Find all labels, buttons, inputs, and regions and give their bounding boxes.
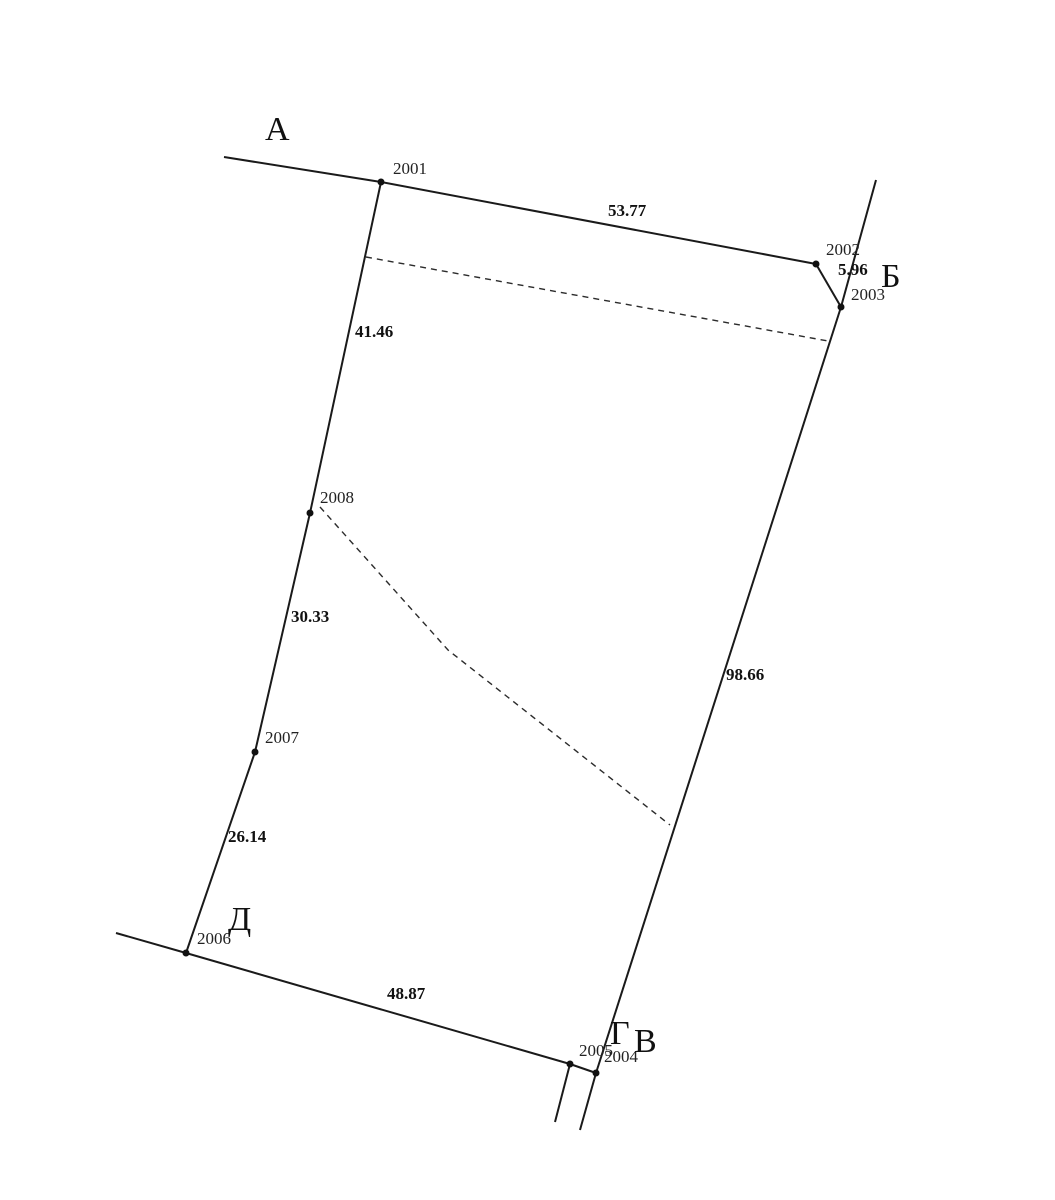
- vertex-2007: [251, 748, 259, 756]
- boundary-2002-2003: [815, 263, 842, 308]
- section-line-v: [579, 1072, 597, 1131]
- boundary-2004-2005: [569, 1063, 597, 1074]
- boundary-2001-2002: [380, 181, 817, 265]
- point-label-2004: 2004: [604, 1047, 639, 1066]
- length-label-2001-2002: 53.77: [608, 201, 647, 220]
- length-label-2005-2006: 48.87: [387, 984, 426, 1003]
- length-label-2008-2001: 41.46: [355, 322, 393, 341]
- section-line-g: [554, 1063, 571, 1123]
- section-line-d: [115, 932, 187, 954]
- section-letter-v: В: [634, 1023, 657, 1060]
- section-line-a: [223, 156, 382, 183]
- boundary-2007-2008: [254, 512, 311, 753]
- boundary-2003-2004: [595, 306, 842, 1074]
- boundary-2008-2001: [309, 181, 382, 514]
- point-label-2007: 2007: [265, 728, 300, 747]
- point-label-2008: 2008: [320, 488, 354, 507]
- section-letter-g: Г: [610, 1015, 630, 1052]
- section-line-b: [840, 179, 877, 308]
- vertex-2004: [592, 1069, 600, 1077]
- boundary-2006-2007: [185, 751, 256, 954]
- boundary-2005-2006: [185, 952, 571, 1065]
- section-letter-b: Б: [881, 258, 901, 295]
- vertex-2008: [306, 509, 314, 517]
- length-label-2002-2003: 5.96: [838, 260, 868, 279]
- section-letter-a: А: [265, 111, 290, 148]
- vertex-2003: [837, 303, 845, 311]
- dashed-line-diagonal: [319, 506, 671, 826]
- length-label-2007-2008: 30.33: [291, 607, 329, 626]
- point-label-2003: 2003: [851, 285, 885, 304]
- section-letter-d: Д: [228, 901, 251, 938]
- length-label-2003-2004: 98.66: [726, 665, 764, 684]
- point-label-2001: 2001: [393, 159, 427, 178]
- dashed-line-top: [365, 256, 829, 342]
- point-label-2002: 2002: [826, 240, 860, 259]
- length-label-2006-2007: 26.14: [228, 827, 267, 846]
- vertex-2006: [182, 949, 190, 957]
- point-label-2006: 2006: [197, 929, 231, 948]
- vertex-2002: [812, 260, 820, 268]
- vertex-2005: [566, 1060, 574, 1068]
- point-label-2005: 2005: [579, 1041, 613, 1060]
- vertex-2001: [377, 178, 385, 186]
